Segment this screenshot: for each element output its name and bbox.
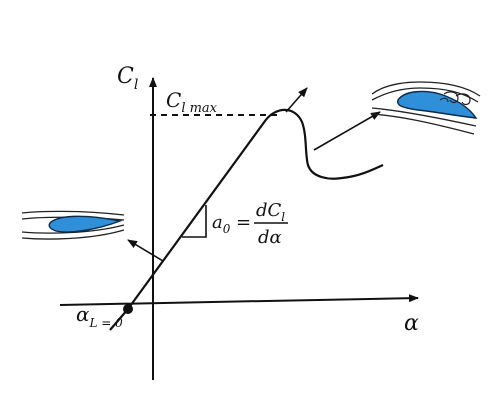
slope-triangle (182, 205, 207, 238)
stall-arrow (313, 111, 381, 151)
slope-equation: a0 = dCl dα (212, 200, 288, 248)
x-axis (59, 294, 419, 306)
airfoil-attached-flow-icon (21, 210, 125, 240)
peak-arrow (285, 87, 308, 113)
svg-text:dCl: dCl (256, 200, 285, 224)
airfoil-separated-flow-icon (371, 81, 481, 135)
svg-text:a0: a0 (212, 212, 231, 236)
alpha-zero-lift-label: αL = 0 (76, 302, 123, 330)
linear-arrow (127, 239, 164, 262)
y-axis-label: Cl (117, 64, 138, 93)
svg-text:=: = (236, 212, 251, 233)
lift-curve (109, 108, 384, 331)
x-axis-label: α (404, 311, 419, 336)
clmax-label: Cl max (166, 88, 218, 116)
zero-lift-point (123, 304, 133, 314)
svg-text:dα: dα (258, 227, 282, 248)
